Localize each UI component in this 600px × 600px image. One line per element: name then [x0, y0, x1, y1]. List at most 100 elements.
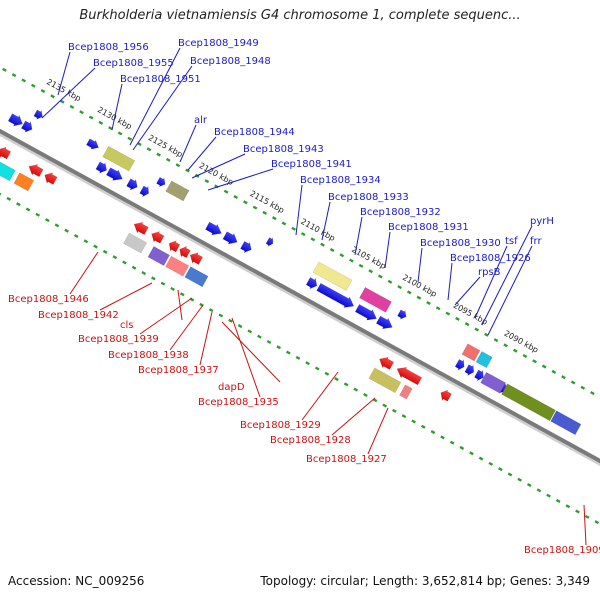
upper-track-dot	[175, 163, 181, 168]
forward-gene-arrow	[156, 176, 166, 188]
lower-track-dot	[343, 382, 349, 387]
gene-label-bottom: dapD	[218, 382, 245, 393]
label-leader-line	[111, 83, 123, 131]
lower-track-dot	[247, 329, 253, 334]
reverse-gene-block	[399, 384, 413, 400]
label-leader-line	[132, 65, 193, 151]
upper-track-dot	[156, 152, 161, 157]
upper-track-dot	[464, 322, 470, 327]
lower-track-dot	[25, 207, 31, 212]
lower-track-dot	[285, 350, 291, 355]
lower-track-dot	[228, 318, 233, 323]
gene-label-top: rpsB	[478, 267, 501, 278]
lower-track-dot	[363, 392, 368, 397]
gene-label-top: Bcep1808_1931	[388, 222, 469, 233]
lower-track-dot	[276, 345, 281, 350]
forward-gene-arrow	[106, 167, 123, 181]
upper-track-dot	[21, 78, 27, 83]
lower-track-dot	[170, 286, 175, 291]
scale-tick-label: 2090 kbp	[503, 329, 540, 355]
upper-track-dot	[532, 359, 537, 364]
lower-track-dot	[411, 419, 416, 424]
gene-label-top: Bcep1808_1944	[214, 127, 295, 138]
reverse-gene-arrow	[379, 356, 395, 370]
lower-track-dot	[122, 260, 127, 265]
gene-label-bottom: Bcep1808_1938	[108, 350, 189, 361]
lower-track-dot	[324, 371, 330, 376]
reverse-gene-arrow	[189, 252, 204, 265]
lower-track-dot	[498, 467, 503, 472]
lower-track-dot	[6, 196, 12, 201]
lower-track-dot	[469, 451, 474, 456]
reverse-gene-arrow	[179, 245, 191, 259]
lower-track-dot	[449, 440, 455, 445]
lower-track-dot	[179, 292, 185, 297]
forward-gene-arrow	[265, 236, 274, 248]
forward-gene-arrow	[222, 231, 238, 245]
gene-label-bottom: Bcep1808_1929	[240, 420, 321, 431]
gene-label-top: Bcep1808_1930	[420, 238, 501, 249]
gene-label-top: frr	[530, 236, 542, 247]
gene-label-top: Bcep1808_1955	[93, 58, 174, 69]
label-leader-line	[191, 153, 246, 179]
lower-track-dot	[526, 483, 532, 488]
scale-tick-label: 2115 kbp	[248, 189, 285, 215]
lower-track-dot	[266, 339, 272, 344]
forward-gene-block	[461, 343, 481, 362]
forward-gene-arrow	[95, 161, 107, 174]
label-leader-line	[57, 51, 71, 96]
lower-track-dot	[93, 244, 98, 249]
lower-track-dot	[160, 281, 166, 286]
label-leader-line	[487, 245, 533, 336]
upper-track-dot	[2, 67, 7, 72]
upper-track-dot	[541, 364, 547, 369]
lower-track-dot	[305, 361, 310, 366]
label-leader-line	[583, 504, 587, 546]
upper-track-dot	[570, 380, 576, 385]
upper-track-dot	[320, 242, 325, 247]
forward-gene-arrow	[205, 221, 222, 236]
upper-track-dot	[512, 348, 518, 353]
upper-track-dot	[484, 332, 489, 337]
label-leader-line	[321, 201, 331, 241]
topology-summary: Topology: circular; Length: 3,652,814 bp…	[260, 574, 590, 588]
lower-track-dot	[392, 408, 397, 413]
upper-track-dot	[11, 73, 17, 78]
forward-gene-block	[165, 180, 190, 202]
lower-track-dot	[64, 228, 69, 233]
forward-gene-arrow	[7, 113, 23, 127]
upper-track-dot	[262, 210, 267, 215]
forward-gene-arrow	[240, 240, 252, 254]
gene-label-bottom: Bcep1808_1946	[8, 294, 89, 305]
gene-label-top: Bcep1808_1943	[243, 144, 324, 155]
lower-track-dot	[83, 239, 89, 244]
upper-track-dot	[79, 110, 84, 115]
lower-track-dot	[237, 324, 243, 329]
gene-label-top: Bcep1808_1934	[300, 175, 381, 186]
label-leader-line	[354, 216, 363, 256]
reverse-gene-block	[0, 160, 16, 182]
label-leader-line	[301, 371, 339, 421]
forward-gene-block	[102, 145, 136, 172]
label-leader-line	[331, 397, 376, 436]
lower-track-dot	[151, 276, 156, 281]
upper-track-dot	[127, 136, 133, 141]
forward-gene-arrow	[33, 109, 43, 120]
lower-track-dot	[507, 472, 513, 477]
label-leader-line	[384, 231, 391, 269]
upper-track-dot	[522, 353, 528, 358]
reverse-gene-arrow	[440, 389, 452, 402]
lower-track-dot	[517, 477, 522, 482]
label-leader-line	[99, 282, 153, 311]
upper-track-dot	[243, 200, 248, 205]
forward-gene-arrow	[354, 304, 377, 321]
label-leader-line	[231, 317, 261, 398]
upper-track-dot	[474, 327, 480, 332]
upper-track-dot	[233, 194, 239, 200]
gene-label-top: Bcep1808_1951	[120, 74, 201, 85]
forward-gene-arrow	[316, 282, 355, 308]
upper-track-dot	[223, 189, 229, 194]
reverse-gene-block	[368, 367, 402, 394]
accession-text: Accession: NC_009256	[8, 574, 145, 588]
lower-track-dot	[459, 445, 465, 450]
